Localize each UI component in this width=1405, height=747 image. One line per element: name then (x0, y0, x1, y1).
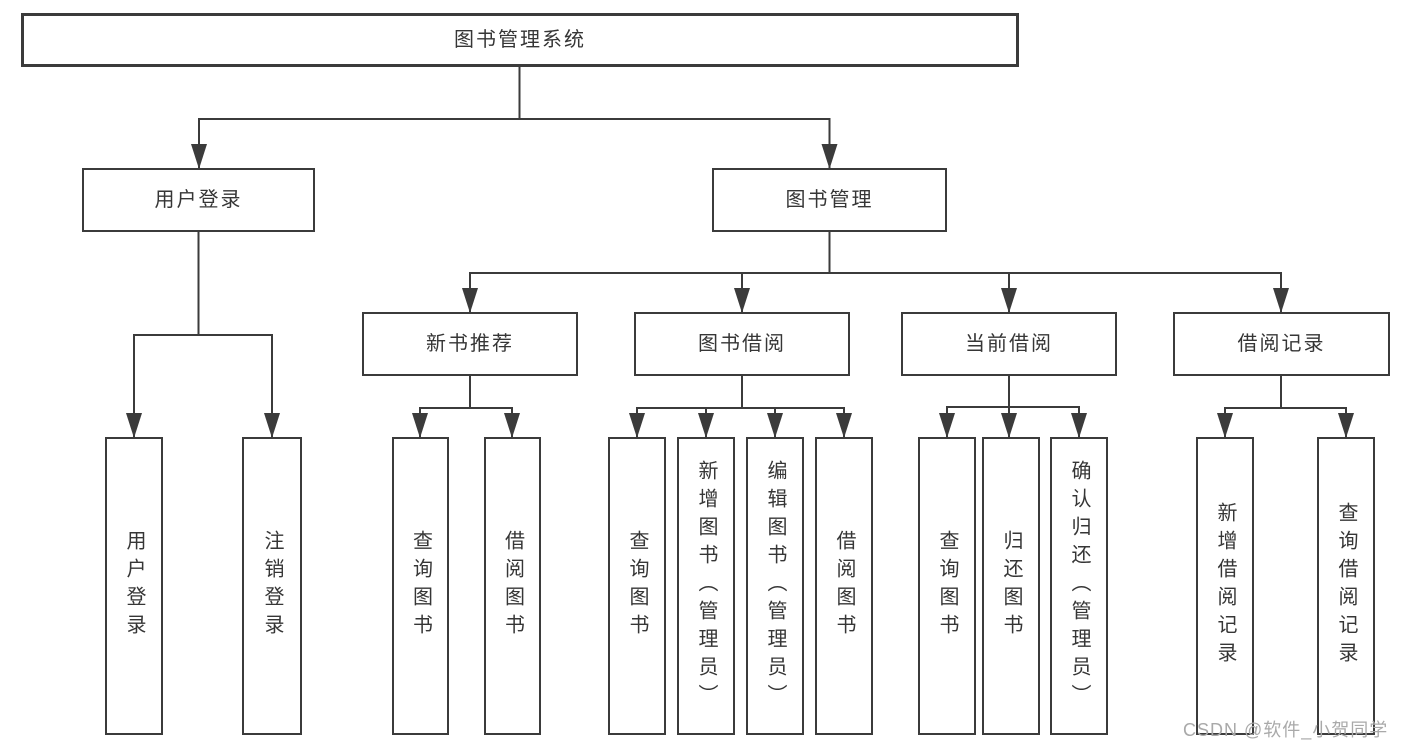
node-book-borrow-label: 图书借阅 (698, 333, 786, 355)
csdn-watermark: CSDN @软件_小贺同学 (1183, 720, 1389, 740)
node-root-system-label: 图书管理系统 (454, 29, 586, 51)
node-leaf-add-borrow-record-label: 新增借阅记录 (1214, 502, 1236, 670)
node-leaf-add-borrow-record: 新增借阅记录 (1196, 437, 1254, 735)
node-borrow-records: 借阅记录 (1173, 312, 1390, 376)
node-leaf-add-book-admin-label: 新增图书（管理员） (695, 460, 717, 712)
node-leaf-borrow-book-2: 借阅图书 (815, 437, 873, 735)
node-leaf-query-book-1-label: 查询图书 (409, 530, 432, 642)
node-leaf-return-book: 归还图书 (982, 437, 1040, 735)
node-new-book-recommendation: 新书推荐 (362, 312, 578, 376)
node-leaf-borrow-book-2-label: 借阅图书 (833, 530, 855, 642)
node-book-management-branch-label: 图书管理 (785, 189, 874, 211)
node-leaf-query-book-3-label: 查询图书 (936, 530, 958, 642)
node-leaf-query-book-2: 查询图书 (608, 437, 666, 735)
node-leaf-confirm-return-admin: 确认归还（管理员） (1050, 437, 1108, 735)
node-leaf-return-book-label: 归还图书 (1000, 530, 1022, 642)
node-new-book-recommendation-label: 新书推荐 (426, 333, 514, 355)
node-borrow-records-label: 借阅记录 (1237, 333, 1326, 355)
node-book-management-branch: 图书管理 (712, 168, 947, 232)
node-leaf-user-login-label: 用户登录 (123, 530, 145, 642)
node-leaf-query-borrow-record: 查询借阅记录 (1317, 437, 1375, 735)
node-leaf-query-book-2-label: 查询图书 (626, 530, 648, 642)
node-leaf-borrow-book-1: 借阅图书 (484, 437, 541, 735)
node-leaf-edit-book-admin-label: 编辑图书（管理员） (764, 460, 786, 712)
node-leaf-confirm-return-admin-label: 确认归还（管理员） (1068, 460, 1090, 712)
node-current-borrow-label: 当前借阅 (965, 333, 1053, 355)
node-current-borrow: 当前借阅 (901, 312, 1117, 376)
node-leaf-query-book-1: 查询图书 (392, 437, 449, 735)
node-leaf-logout-label: 注销登录 (261, 530, 283, 642)
node-leaf-logout: 注销登录 (242, 437, 302, 735)
node-leaf-borrow-book-1-label: 借阅图书 (501, 530, 524, 642)
node-user-login-branch-label: 用户登录 (154, 189, 243, 211)
node-leaf-query-book-3: 查询图书 (918, 437, 976, 735)
node-root-system: 图书管理系统 (21, 13, 1019, 67)
node-leaf-edit-book-admin: 编辑图书（管理员） (746, 437, 804, 735)
node-book-borrow: 图书借阅 (634, 312, 850, 376)
node-user-login-branch: 用户登录 (82, 168, 315, 232)
node-leaf-user-login: 用户登录 (105, 437, 163, 735)
node-leaf-add-book-admin: 新增图书（管理员） (677, 437, 735, 735)
node-leaf-query-borrow-record-label: 查询借阅记录 (1335, 502, 1357, 670)
